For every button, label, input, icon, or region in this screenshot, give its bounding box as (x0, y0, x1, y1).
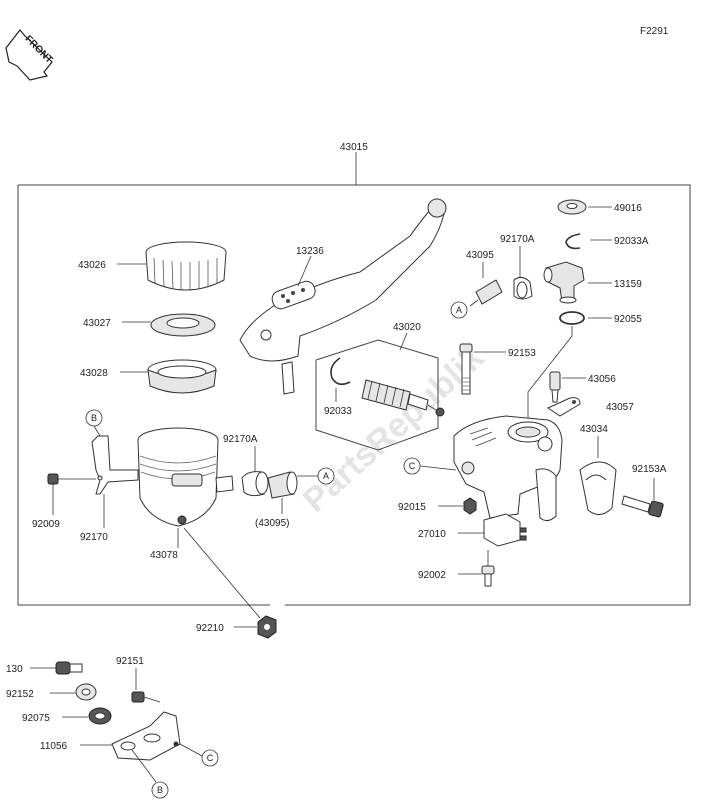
reservoir-hose (267, 471, 298, 499)
circlip-92033 (330, 357, 351, 386)
callout-b-bracket: B (131, 749, 169, 799)
mount-bolt (55, 661, 83, 675)
label-92152: 92152 (6, 689, 34, 700)
label-43095-paren: (43095) (255, 518, 289, 529)
rubber-damper (88, 707, 112, 725)
diaphragm-plate (150, 313, 216, 337)
label-43078: 43078 (150, 550, 178, 561)
label-92210: 92210 (196, 623, 224, 634)
upper-hose-clamp (513, 276, 533, 300)
reservoir-body (137, 427, 234, 527)
label-13236: 13236 (296, 246, 324, 257)
svg-text:C: C (207, 753, 214, 763)
piston-kit-frame (315, 339, 439, 451)
label-92170: 92170 (80, 532, 108, 543)
elbow-fitting (543, 261, 585, 304)
reservoir-bracket (91, 435, 139, 495)
callout-c-body: C (403, 457, 457, 475)
front-arrow-icon: FRONT (5, 29, 55, 81)
bracket-screw-lower (131, 691, 161, 703)
label-92075: 92075 (22, 713, 50, 724)
label-49016: 49016 (614, 203, 642, 214)
label-92033A: 92033A (614, 236, 649, 247)
label-43057: 43057 (606, 402, 634, 413)
svg-text:A: A (323, 471, 329, 481)
label-92153A: 92153A (632, 464, 667, 475)
label-13159: 13159 (614, 279, 642, 290)
brake-lever (239, 198, 447, 395)
reservoir-cap (145, 241, 227, 291)
label-43015: 43015 (340, 142, 368, 153)
brake-switch (483, 513, 527, 547)
mounting-bracket (111, 711, 181, 761)
label-43026: 43026 (78, 260, 106, 271)
cap-washer (557, 199, 587, 215)
label-92055: 92055 (614, 314, 642, 325)
svg-text:A: A (456, 305, 462, 315)
label-43095: 43095 (466, 250, 494, 261)
label-92002: 92002 (418, 570, 446, 581)
upper-hose (475, 279, 503, 305)
assembly-frame (17, 152, 691, 606)
label-27010: 27010 (418, 529, 446, 540)
label-43028: 43028 (80, 368, 108, 379)
callout-a-lower: A (317, 467, 335, 485)
bleeder-valve (549, 371, 561, 403)
label-92170A-top: 92170A (500, 234, 535, 245)
brake-switch-arm (546, 397, 581, 417)
circlip-92033A (565, 233, 581, 250)
label-92033: 92033 (324, 406, 352, 417)
switch-screw (481, 565, 495, 587)
label-92009: 92009 (32, 519, 60, 530)
callout-c-bracket: C (179, 743, 219, 767)
label-92153: 92153 (508, 348, 536, 359)
hose-clamp (241, 471, 269, 497)
label-43056: 43056 (588, 374, 616, 385)
label-92170A-mid: 92170A (223, 434, 258, 445)
svg-text:C: C (409, 461, 416, 471)
figure-code: F2291 (640, 26, 669, 37)
label-43020: 43020 (393, 322, 421, 333)
label-43027: 43027 (83, 318, 111, 329)
piston-spring (361, 379, 445, 417)
label-92015: 92015 (398, 502, 426, 513)
label-92151: 92151 (116, 656, 144, 667)
diaphragm (147, 359, 217, 394)
switch-nut (463, 497, 477, 515)
label-130: 130 (6, 664, 23, 675)
pivot-bolt (459, 343, 473, 395)
callout-a-upper: A (450, 301, 468, 319)
banjo-nut (257, 615, 277, 639)
callout-b-reservoir: B (85, 409, 103, 437)
clamp-bolt (621, 495, 664, 518)
svg-text:B: B (157, 785, 163, 795)
bracket-screw (47, 473, 96, 485)
collar (75, 683, 97, 701)
svg-text:B: B (91, 413, 97, 423)
label-43034: 43034 (580, 424, 608, 435)
o-ring (559, 311, 585, 325)
handlebar-clamp (579, 461, 617, 515)
master-cylinder-body (453, 415, 563, 522)
label-11056: 11056 (40, 741, 68, 752)
